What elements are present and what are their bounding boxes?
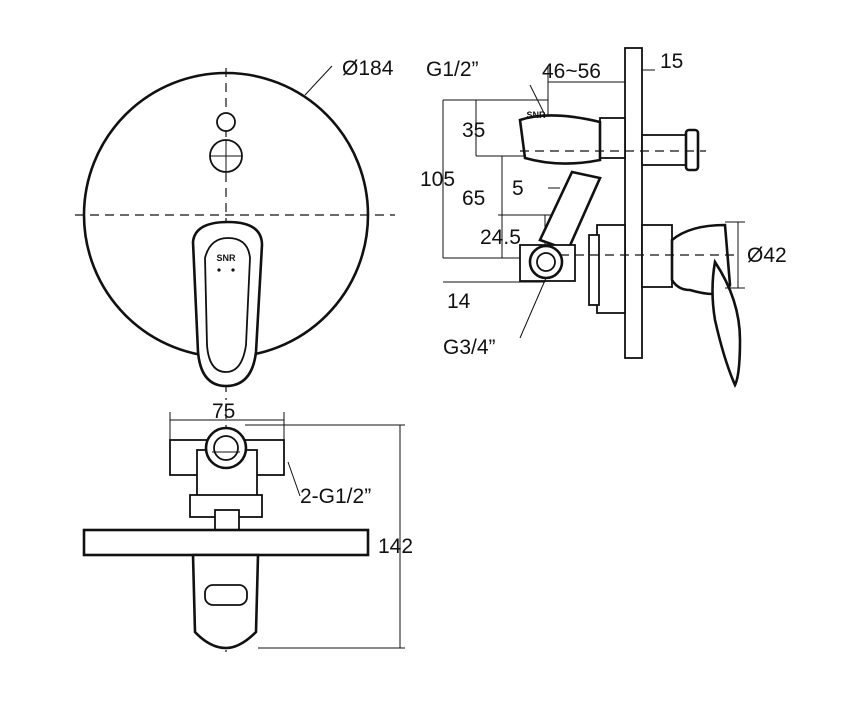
valve-top-ring bbox=[204, 426, 248, 470]
bottom-view: 75 2-G1/2” 142 bbox=[82, 400, 413, 652]
lower-offset-label: 65 bbox=[462, 187, 485, 210]
gap-label: 5 bbox=[512, 177, 524, 200]
outlet-leader bbox=[519, 277, 547, 339]
handle-bottom-slot bbox=[204, 584, 248, 606]
diameter-label: Ø184 bbox=[342, 57, 394, 80]
inlet-leader bbox=[529, 84, 546, 116]
cover-plate-bottom bbox=[82, 528, 370, 557]
lower-body-flange bbox=[588, 234, 600, 306]
lever-handle-inner bbox=[204, 237, 251, 373]
dot-left bbox=[217, 268, 221, 272]
inlet-thread-label: G1/2” bbox=[426, 58, 479, 81]
height-label: 105 bbox=[420, 168, 455, 191]
side-view: SNR G1/2” 46~56 15 105 35 65 5 24.5 Ø42 … bbox=[420, 47, 787, 389]
upper-body-block bbox=[599, 117, 626, 159]
upper-offset-label: 35 bbox=[462, 119, 485, 142]
upper-valve-body bbox=[518, 114, 602, 165]
inlet-threads-label: 2-G1/2” bbox=[300, 485, 371, 508]
front-brand-mark: SNR bbox=[216, 253, 236, 263]
width-label: 75 bbox=[212, 400, 235, 423]
side-brand-mark: SNR bbox=[526, 110, 546, 120]
diameter-leader bbox=[304, 65, 333, 96]
dot-right bbox=[231, 268, 235, 272]
outlet-ring bbox=[528, 244, 564, 280]
outlet-offset-label: 24.5 bbox=[480, 226, 521, 249]
lever-handle bbox=[191, 220, 264, 388]
inlet-threads-leader bbox=[287, 461, 301, 497]
valve-top-ring-inner bbox=[213, 435, 239, 461]
plate-thickness-label: 15 bbox=[660, 50, 683, 73]
handle-diameter-label: Ø42 bbox=[747, 244, 787, 267]
knob-cap bbox=[684, 128, 700, 172]
depth-label: 142 bbox=[378, 535, 413, 558]
front-view: SNR Ø184 bbox=[75, 57, 395, 400]
bottom-offset-label: 14 bbox=[447, 290, 471, 313]
outlet-ring-inner bbox=[536, 252, 556, 272]
cover-plate-side bbox=[624, 47, 643, 359]
diverter-knob-top bbox=[216, 112, 236, 132]
knob-stem bbox=[641, 134, 688, 166]
lower-body-block bbox=[596, 224, 626, 314]
handle-lever-side bbox=[711, 258, 742, 389]
handle-base bbox=[641, 224, 673, 288]
wall-range-label: 46~56 bbox=[542, 60, 601, 83]
outlet-thread-label: G3/4” bbox=[443, 336, 496, 359]
